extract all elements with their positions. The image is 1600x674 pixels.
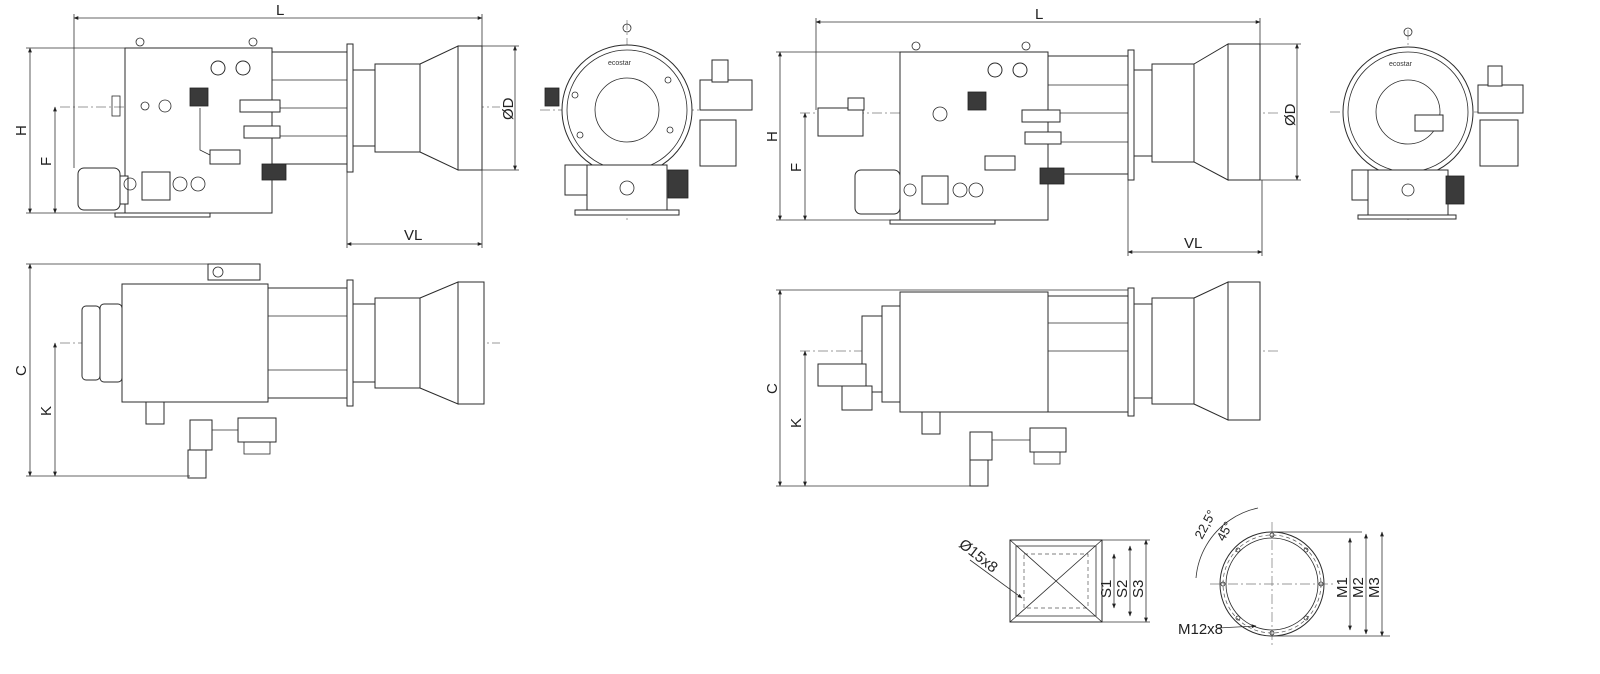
square-flange-detail: Ø15x8 S1 S2 S3	[956, 536, 1150, 623]
dimension-F-label: F	[38, 157, 55, 166]
bolt-spec-label: M12x8	[1178, 621, 1223, 638]
dimension-VL-label: VL	[404, 227, 422, 244]
round-flange-detail: 22,5° 45° M1 M2 M3 M12x8	[1178, 507, 1390, 646]
dimension-K-label-2: K	[788, 418, 805, 428]
dimension-D-label: ØD	[500, 97, 517, 120]
top-view-small-burner	[60, 263, 500, 479]
dimension-M1-label: M1	[1334, 577, 1351, 598]
dimension-D-label-2: ØD	[1282, 103, 1299, 126]
side-view-large-burner	[800, 41, 1280, 225]
dimension-lines-view-3: L H F ØD VL	[764, 6, 1301, 256]
brand-logo-2: ecostar	[1389, 61, 1413, 68]
dimension-lines-view-6: C K	[764, 289, 1128, 487]
dimension-K-label: K	[38, 406, 55, 416]
dimension-H-label: H	[13, 125, 30, 136]
dimension-S3-label: S3	[1130, 580, 1147, 598]
top-view-large-burner	[800, 281, 1280, 487]
hole-spec-label: Ø15x8	[956, 536, 1001, 577]
angle-45-label: 45°	[1213, 519, 1235, 543]
brand-logo: ecostar	[608, 60, 632, 67]
dimension-M2-label: M2	[1350, 577, 1367, 598]
dimension-lines-view-1: L H F ØD VL	[13, 2, 519, 248]
front-view-large-burner: ecostar	[1330, 27, 1524, 220]
dimension-F-label-2: F	[788, 163, 805, 172]
dimension-H-label-2: H	[764, 131, 781, 142]
dimension-lines-view-5: C K	[13, 263, 208, 477]
dimension-S2-label: S2	[1114, 580, 1131, 598]
dimension-S1-label: S1	[1098, 580, 1115, 598]
dimension-VL-label-2: VL	[1184, 235, 1202, 252]
dimension-C-label: C	[13, 365, 30, 376]
dimension-M3-label: M3	[1366, 577, 1383, 598]
dimension-L-label: L	[276, 2, 284, 19]
side-view-small-burner	[60, 37, 500, 218]
dimension-C-label-2: C	[764, 383, 781, 394]
front-view-small-burner: ecostar	[540, 20, 753, 220]
dimension-L-label-2: L	[1035, 6, 1043, 23]
